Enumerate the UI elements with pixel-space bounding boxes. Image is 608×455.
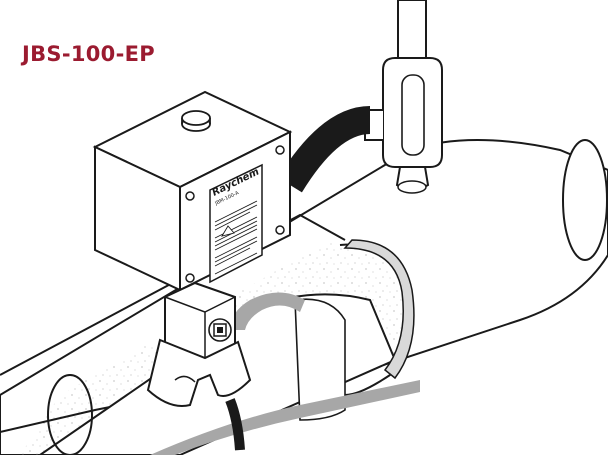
- pipe-left-end: [47, 374, 93, 455]
- warning-triangle-icon: [221, 225, 235, 237]
- screw-tl: [185, 191, 195, 201]
- product-title: JBS-100-EP: [22, 42, 155, 66]
- label-fine-print: [214, 200, 258, 275]
- heating-cable-upper: [230, 292, 305, 330]
- pipe-strap: [294, 298, 346, 421]
- label-panel: [209, 163, 263, 284]
- heating-cable: [150, 380, 420, 455]
- box-top-plug: [181, 110, 211, 132]
- screw-bl: [185, 273, 195, 283]
- mounting-stand: [146, 281, 252, 451]
- flexible-conduit: [278, 106, 371, 193]
- screw-tr: [275, 145, 285, 155]
- cutaway-band: [343, 239, 415, 380]
- screw-br: [275, 225, 285, 235]
- pipe-end: [562, 139, 608, 261]
- junction-box: Raychem JBM-100-A: [92, 90, 293, 292]
